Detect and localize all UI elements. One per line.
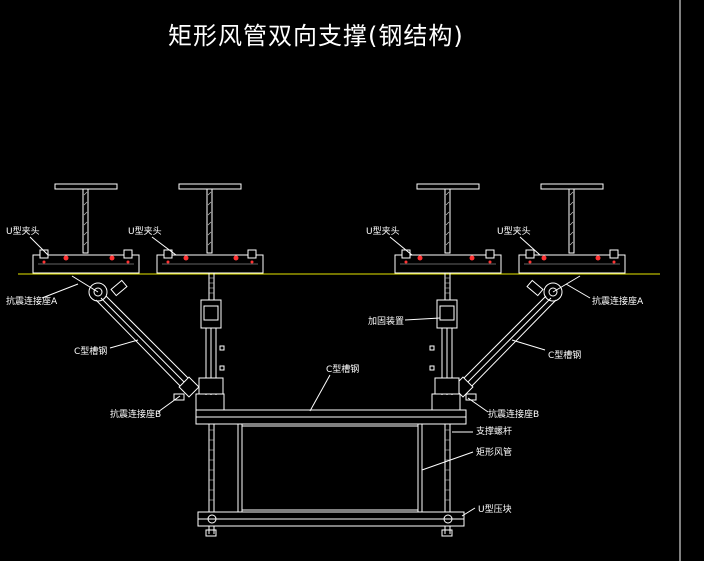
label-seismic-base-b-right: 抗震连接座B — [488, 408, 539, 420]
rectangular-duct — [237, 424, 423, 512]
i-beam-1 — [54, 183, 118, 254]
right-diagonal-brace — [452, 275, 581, 401]
i-beam-2 — [178, 183, 242, 254]
bottom-flange-3 — [394, 249, 502, 274]
label-seismic-base-b-left: 抗震连接座B — [110, 408, 161, 420]
i-beam-4 — [540, 183, 604, 254]
c-channel-horizontal — [195, 409, 467, 425]
leader-lines — [29, 236, 591, 517]
label-support-rod: 支撑螺杆 — [476, 425, 512, 437]
left-diagonal-brace — [71, 275, 200, 401]
bottom-flange-4 — [518, 249, 626, 274]
i-beam-3 — [416, 183, 480, 254]
label-c-channel-right: C型槽钢 — [548, 349, 581, 361]
bottom-flange-1 — [32, 249, 140, 274]
label-reinforce-cap: 加固装置 — [368, 315, 404, 327]
label-rect-duct: 矩形风管 — [476, 446, 512, 458]
bottom-flange-2 — [156, 249, 264, 274]
drawing-title: 矩形风管双向支撑(钢结构) — [168, 22, 464, 50]
right-vertical-hanger — [429, 273, 461, 411]
label-u-clamp-3: U型夹头 — [366, 225, 400, 237]
label-u-clamp-1: U型夹头 — [6, 225, 40, 237]
label-c-channel-left: C型槽钢 — [74, 345, 107, 357]
label-c-channel-mid: C型槽钢 — [326, 363, 359, 375]
label-u-clip: U型压块 — [478, 503, 512, 515]
label-u-clamp-2: U型夹头 — [128, 225, 162, 237]
label-u-clamp-4: U型夹头 — [497, 225, 531, 237]
label-seismic-base-a-right: 抗震连接座A — [592, 295, 644, 307]
left-vertical-hanger — [195, 273, 225, 411]
bottom-channel — [197, 511, 465, 527]
label-seismic-base-a-left: 抗震连接座A — [6, 295, 58, 307]
